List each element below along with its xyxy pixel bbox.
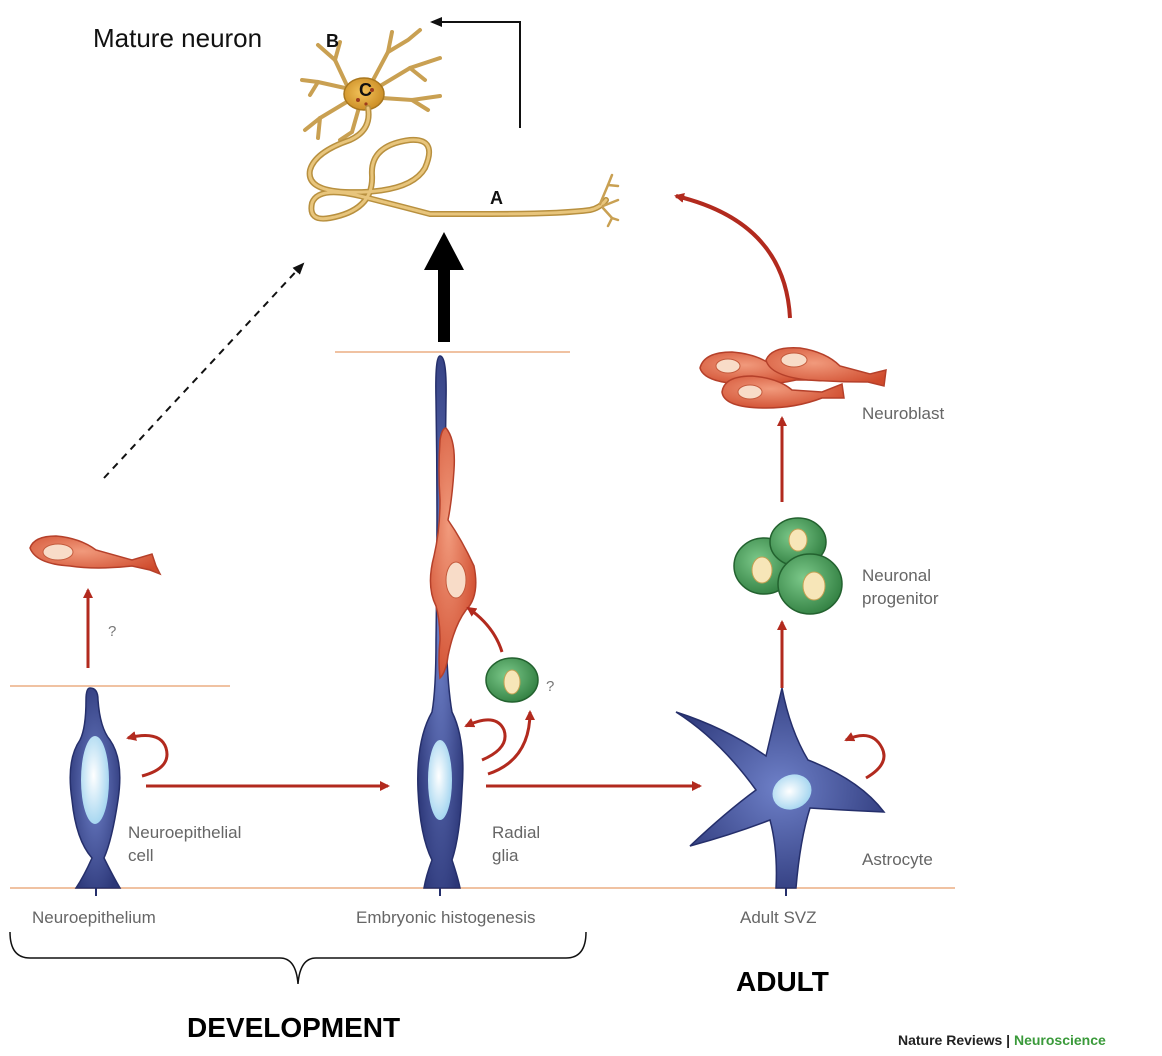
- progenitor-question-mark: ?: [546, 678, 555, 695]
- mature-neuron: [300, 28, 620, 228]
- cell-body-label: C: [359, 80, 372, 100]
- axon-terminal: [598, 173, 620, 228]
- neuroepithelium-question-mark: ?: [108, 623, 117, 640]
- adult-heading: ADULT: [736, 966, 829, 997]
- neuron-dendrites: [300, 28, 442, 142]
- major-neurogenesis-arrow: [424, 232, 464, 342]
- stage-embryonic-histogenesis: Embryonic histogenesis: [356, 908, 536, 927]
- development-heading: DEVELOPMENT: [187, 1012, 401, 1043]
- neuron-cell-body: [343, 77, 385, 111]
- development-brace: [9, 931, 587, 985]
- astrocyte-cell: [675, 687, 886, 896]
- neuroepithelial-cell: [69, 687, 122, 896]
- astrocyte-self-renewal-arrow: [844, 732, 886, 780]
- mature-neuron-title: Mature neuron: [93, 23, 263, 53]
- stage-adult-svz: Adult SVZ: [740, 908, 817, 927]
- intermediate-progenitor: [485, 657, 539, 703]
- credit-section: Neuroscience: [1013, 1032, 1106, 1048]
- migrating-neuroblast: [429, 427, 477, 680]
- baselines: [10, 351, 955, 889]
- neuronal-progenitor-cluster: [733, 517, 843, 615]
- radial-glia-label-line1: Radial: [492, 823, 541, 842]
- credit-journal: Nature Reviews: [898, 1032, 1003, 1048]
- neuroblast-label: Neuroblast: [862, 404, 945, 423]
- neuroepithelial-cell-label-line2: cell: [128, 846, 154, 865]
- credit-separator: |: [1002, 1032, 1014, 1048]
- uncertain-neurogenesis-arrow: [103, 262, 305, 479]
- neuroblast-chain: [699, 347, 887, 409]
- astrocyte-label: Astrocyte: [862, 850, 933, 869]
- neuroblast-to-neuron-arrow: [674, 192, 792, 319]
- axon-label: A: [490, 188, 503, 208]
- neuroepithelial-self-renewal-arrow: [126, 731, 169, 778]
- radial-glia-self-renewal-arrow: [464, 718, 507, 762]
- neuroblast-left: [29, 535, 162, 576]
- radial-glia-label-line2: glia: [492, 846, 519, 865]
- stage-neuroepithelium: Neuroepithelium: [32, 908, 156, 927]
- axon-to-neuron-return-arrow: [430, 17, 521, 128]
- neuronal-progenitor-label-line2: progenitor: [862, 589, 939, 608]
- neuronal-progenitor-label-line1: Neuronal: [862, 566, 931, 585]
- radial-glia-to-progenitor-arrow: [487, 710, 535, 776]
- progenitor-to-neuroblast-arrow: [466, 606, 504, 653]
- neuroepithelial-cell-label-line1: Neuroepithelial: [128, 823, 242, 842]
- credit-line: Nature Reviews | Neuroscience: [898, 1032, 1106, 1048]
- dendrite-label: B: [326, 31, 339, 51]
